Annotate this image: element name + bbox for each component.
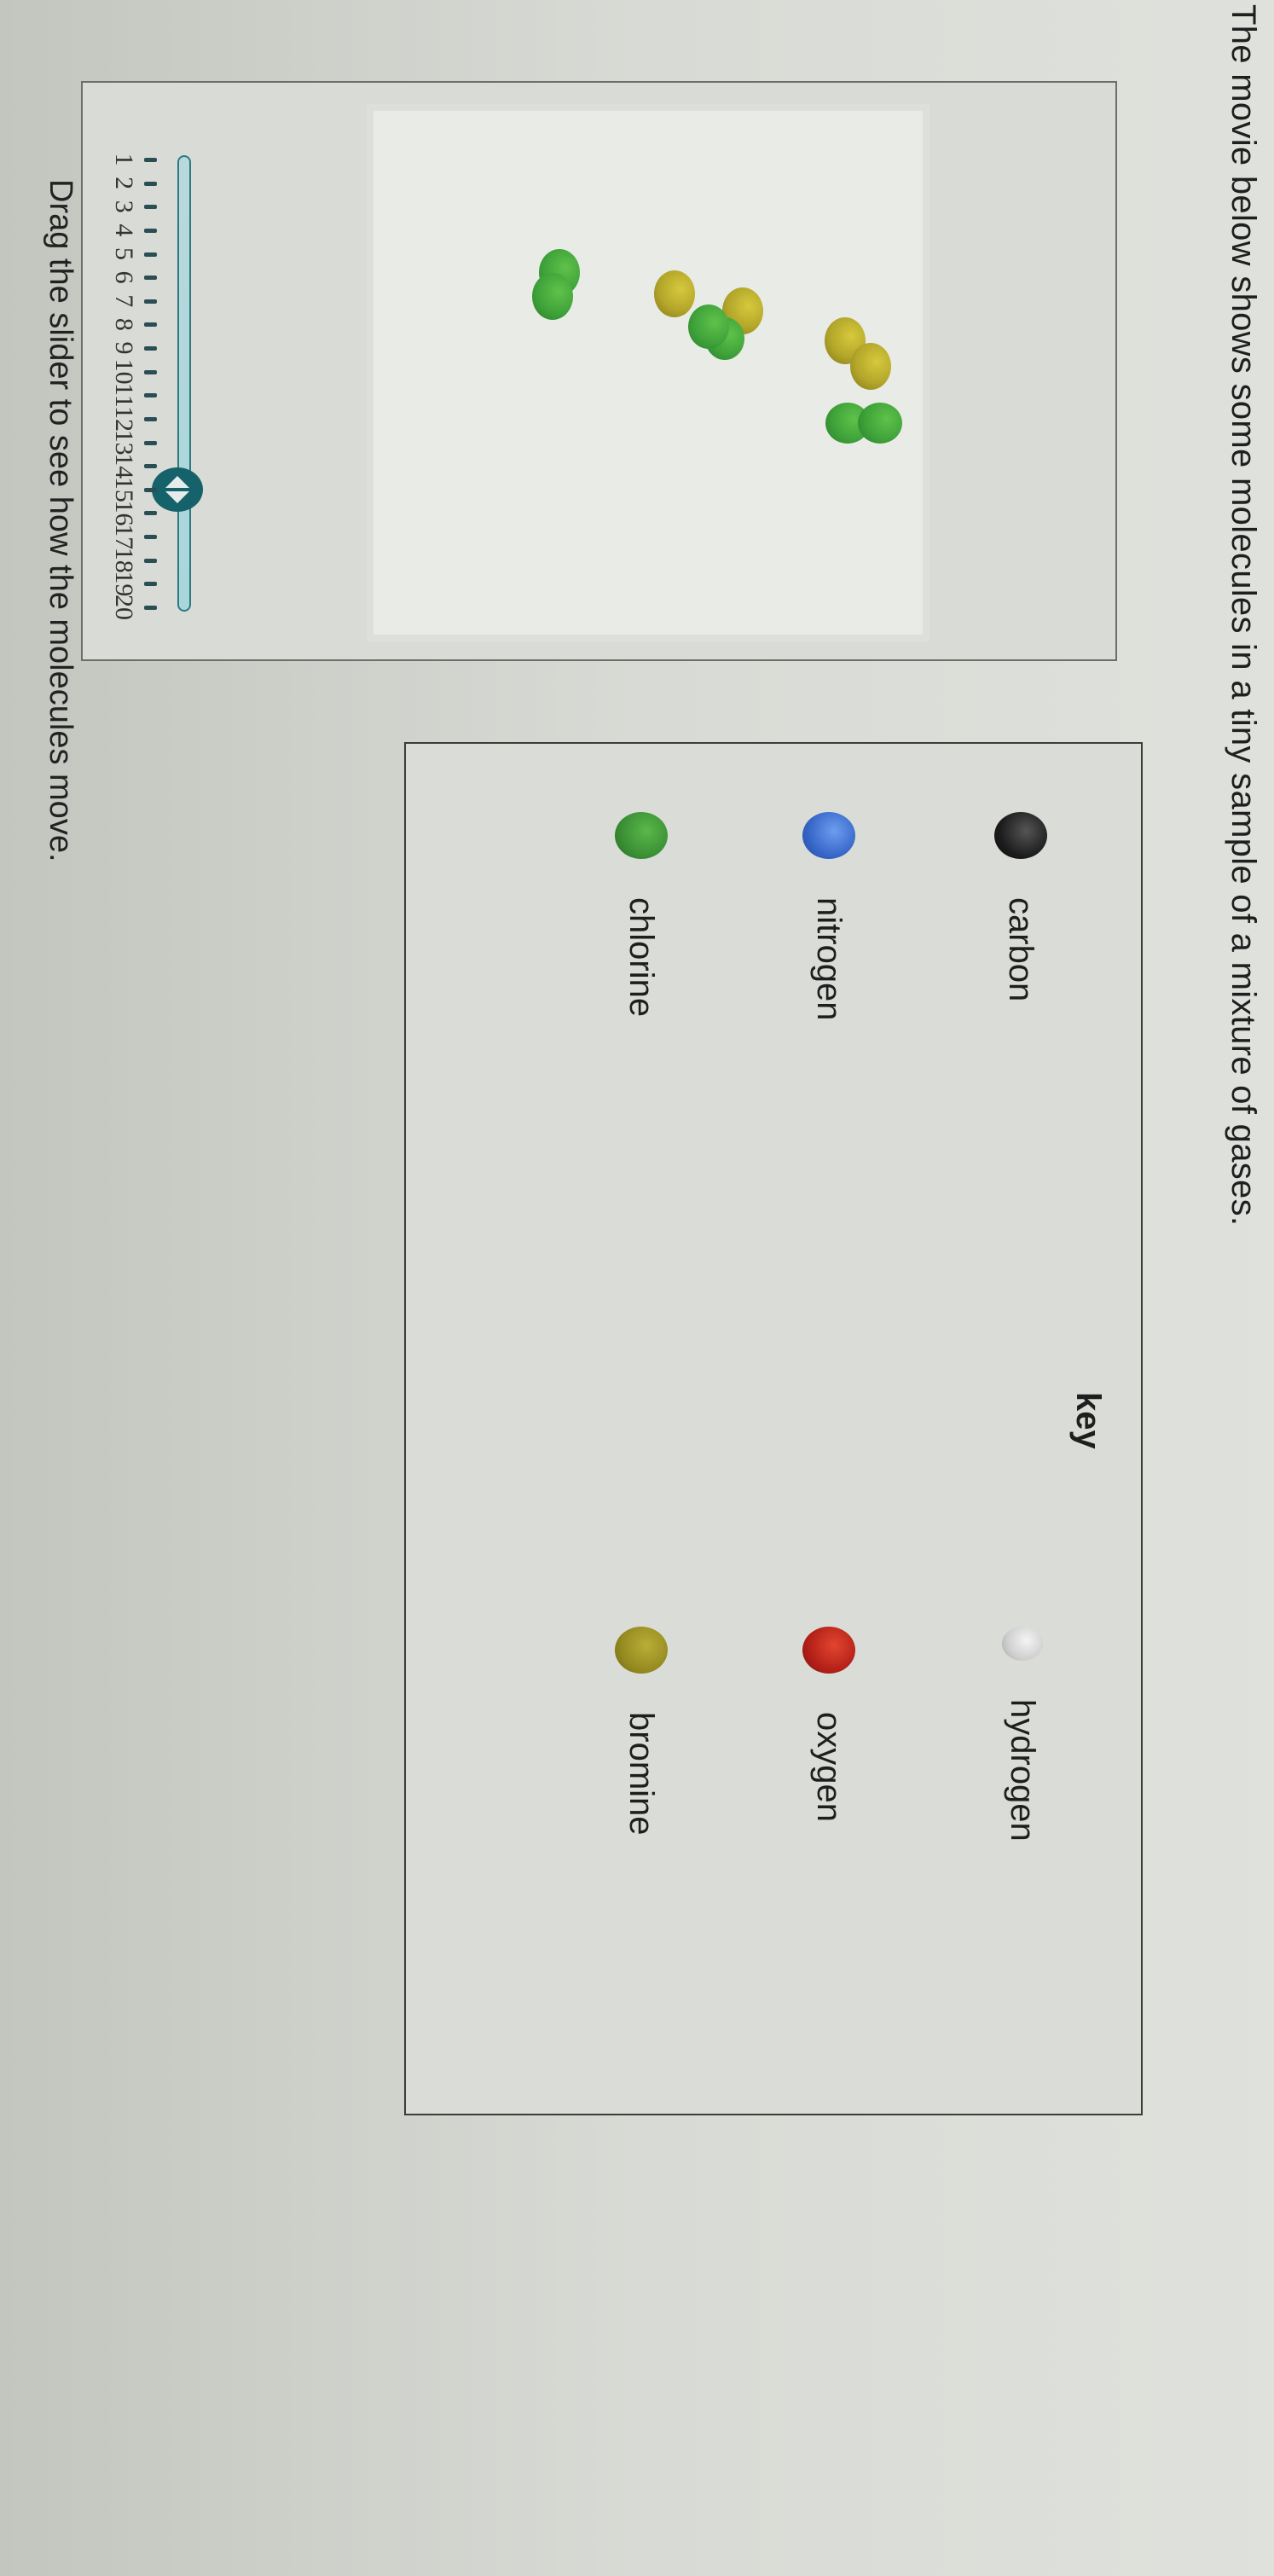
slider-tick-label: 3 <box>110 200 138 213</box>
slider-tick <box>144 416 157 421</box>
slider-tick-label: 9 <box>110 341 138 355</box>
key-item-carbon: carbon <box>994 812 1047 1001</box>
chlorine-atom-icon <box>615 812 668 859</box>
slider-tick <box>144 369 157 374</box>
key-label: hydrogen <box>1004 1699 1042 1842</box>
key-item-hydrogen: hydrogen <box>1002 1627 1043 1842</box>
bromine-atom <box>850 343 891 390</box>
key-title: key <box>1069 1392 1107 1449</box>
slider-tick <box>144 276 157 281</box>
slider-tick-label: 5 <box>110 247 138 261</box>
slider-tick-label: 14 <box>110 453 138 479</box>
slider-track[interactable] <box>177 155 191 612</box>
slider-tick <box>144 464 157 469</box>
slider-tick <box>144 511 157 516</box>
bromine-atom <box>654 270 695 317</box>
slider-tick <box>144 346 157 351</box>
slider-tick <box>144 158 157 162</box>
slider-tick-label: 12 <box>110 405 138 432</box>
key-label: oxygen <box>810 1712 848 1822</box>
slider-tick <box>144 606 157 610</box>
slider-tick-label: 19 <box>110 571 138 597</box>
molecule-chlorine-chlorine <box>819 403 902 479</box>
slider-tick-label: 15 <box>110 476 138 502</box>
slider-tick-label: 13 <box>110 429 138 455</box>
movie-viewport <box>367 104 929 641</box>
key-label: chlorine <box>623 897 661 1018</box>
key-item-nitrogen: nitrogen <box>802 812 855 1021</box>
slider-tick-label: 8 <box>110 317 138 331</box>
slider-tick-label: 4 <box>110 223 138 237</box>
oxygen-atom-icon <box>802 1627 855 1674</box>
slider-tick-label: 10 <box>110 358 138 385</box>
slider-tick <box>144 582 157 587</box>
slider-tick-label: 17 <box>110 524 138 550</box>
chlorine-atom <box>532 273 573 320</box>
slider-tick <box>144 228 157 233</box>
slider-tick <box>144 393 157 398</box>
slider-tick-label: 18 <box>110 547 138 573</box>
slider-tick-label: 2 <box>110 177 138 190</box>
key-label: bromine <box>623 1712 661 1836</box>
key-item-chlorine: chlorine <box>615 812 668 1017</box>
slider-tick <box>144 535 157 540</box>
carbon-atom-icon <box>994 812 1047 859</box>
slider-tick-label: 11 <box>110 382 138 408</box>
slider-tick <box>144 181 157 186</box>
slider-tick <box>144 487 157 492</box>
slider-tick-label: 20 <box>110 595 138 620</box>
molecule-chlorine-chlorine <box>512 249 580 326</box>
slider-instruction: Drag the slider to see how the molecules… <box>43 179 78 862</box>
nitrogen-atom-icon <box>802 812 855 859</box>
slider-tick <box>144 322 157 328</box>
slider-tick <box>144 252 157 257</box>
slider-tick-label: 16 <box>110 500 138 526</box>
bromine-atom-icon <box>615 1627 668 1674</box>
key-label: carbon <box>1002 897 1040 1002</box>
slider-tick <box>144 299 157 304</box>
molecule-chlorine-bromine <box>635 270 729 356</box>
slider-tick <box>144 558 157 563</box>
slider-tick-label: 7 <box>110 294 138 308</box>
element-key: key carbon hydrogen nitrogen oxygen chlo… <box>404 742 1143 2115</box>
slider-tick-label: 1 <box>110 153 138 166</box>
question-prompt: The movie below shows some molecules in … <box>1225 4 1262 1227</box>
slider-tick-label: 6 <box>110 270 138 284</box>
drag-arrows-icon <box>165 475 189 503</box>
molecule-bromine-bromine <box>823 317 891 394</box>
hydrogen-atom-icon <box>1002 1627 1043 1661</box>
key-item-oxygen: oxygen <box>802 1627 855 1822</box>
chlorine-atom <box>858 403 902 444</box>
slider-handle[interactable] <box>152 467 203 512</box>
slider-tick <box>144 205 157 210</box>
key-label: nitrogen <box>810 897 848 1021</box>
slider-tick <box>144 440 157 445</box>
key-item-bromine: bromine <box>615 1627 668 1836</box>
chlorine-atom <box>688 305 729 349</box>
